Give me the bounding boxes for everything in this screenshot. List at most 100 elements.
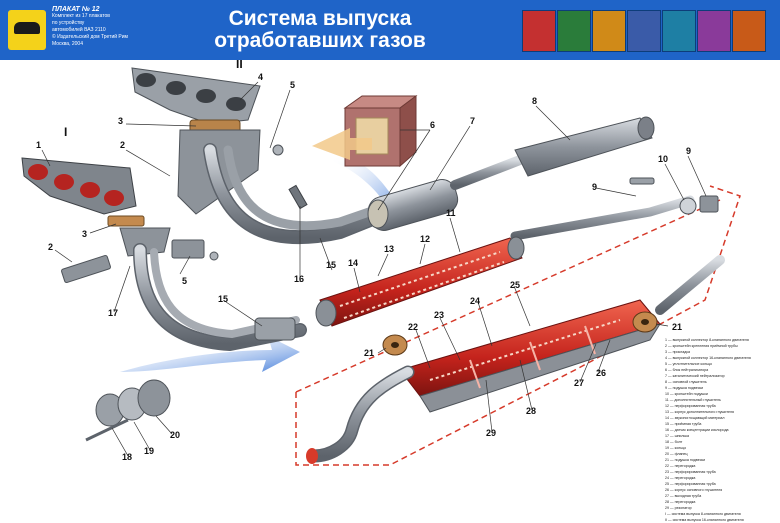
part-label: 21: [672, 322, 682, 332]
legend-item: 9 — подушка подвески: [665, 386, 704, 390]
magazine-thumbnail: [732, 10, 766, 52]
part-label: 18: [122, 452, 132, 462]
exhaust-manifold-8v: [21, 157, 171, 257]
part-label: 13: [384, 244, 394, 254]
exhaust-diagram: 1 2 2 3 3 4 5 5 6 7 8 9 9 10 11 12 13 14…: [21, 60, 741, 466]
main-muffler-upper: [514, 116, 655, 177]
legend-item: 13 — корпус дополнительного глушителя: [665, 410, 734, 414]
front-pipe-16v-b: [223, 145, 397, 231]
part-label: 21: [364, 348, 374, 358]
part-label: 26: [596, 368, 606, 378]
part-label: 15: [326, 260, 336, 270]
legend-item: 10 — кронштейн подушки: [665, 392, 708, 396]
legend-item: 17 — шпилька: [665, 434, 690, 438]
legend-item: 16 — датчик концентрации кислорода: [665, 428, 729, 432]
magazine-thumbnail: [662, 10, 696, 52]
part-label: 5: [182, 276, 187, 286]
parts-legend: 1 — выпускной коллектор 8-клапанного дви…: [665, 337, 777, 523]
system-label-I: I: [64, 125, 67, 139]
legend-item: 5 — уплотнительное кольцо: [665, 362, 712, 366]
part-label: 28: [526, 406, 536, 416]
oxygen-sensor: [288, 184, 308, 210]
catalytic-converter: [367, 179, 459, 231]
title-line-2: отработавших газов: [214, 29, 426, 52]
legend-item: 15 — приёмная труба: [665, 422, 702, 426]
legend-item: 3 — прокладка: [665, 350, 690, 354]
legend-item: 20 — фланец: [665, 452, 688, 456]
legend-item: 25 — перфорированная труба: [665, 482, 716, 486]
part-label: 10: [658, 154, 668, 164]
legend-item: 21 — подушка подвески: [665, 458, 706, 462]
header-banner: ПЛАКАТ № 12 Комплект из 17 плакатов по у…: [0, 0, 780, 60]
legend-item: 18 — болт: [665, 440, 683, 444]
rear-pipe: [510, 195, 695, 241]
part-label: 29: [486, 428, 496, 438]
poster-info-line: © Издательский дом Третий Рим: [52, 34, 128, 40]
callout-arrow: [120, 336, 300, 372]
legend-item: 2 — кронштейн крепления приёмной трубы: [665, 344, 738, 348]
part-label: 11: [446, 208, 456, 218]
legend-item: 11 — дополнительный глушитель: [665, 398, 721, 402]
poster-info-line: автомобилей ВАЗ 2110: [52, 27, 106, 33]
part-label: 5: [290, 80, 295, 90]
title-line-1: Система выпуска: [228, 7, 412, 30]
system-label-II: II: [236, 60, 243, 71]
legend-item: 24 — перегородка: [665, 476, 696, 480]
part-label: 20: [170, 430, 180, 440]
part-label: 1: [36, 140, 41, 150]
part-label: 2: [48, 242, 53, 252]
nut: [272, 144, 284, 156]
part-label: 22: [408, 322, 418, 332]
part-label: 19: [144, 446, 154, 456]
part-label: 25: [510, 280, 520, 290]
cutaway-frame: [295, 185, 741, 466]
clamp-assembly: [85, 379, 171, 442]
legend-item: 8 — основной глушитель: [665, 380, 707, 384]
legend-item: 1 — выпускной коллектор 8-клапанного дви…: [665, 338, 749, 342]
part-label: 3: [118, 116, 123, 126]
poster-info-line: Комплект из 17 плакатов: [52, 13, 110, 19]
rubber-cushion: [632, 311, 658, 333]
magazine-thumbnail: [697, 10, 731, 52]
leader-lines: [41, 81, 707, 457]
legend-item: 14 — звукопоглощающий материал: [665, 416, 725, 420]
legend-item: 23 — перфорированная труба: [665, 470, 716, 474]
resonator-cutaway: [315, 236, 525, 327]
catalyst-block: [343, 95, 418, 168]
legend-item: 19 — кольцо: [665, 446, 687, 450]
part-label: 3: [82, 229, 87, 239]
part-label: 17: [108, 308, 118, 318]
main-muffler-cutaway: [399, 299, 662, 413]
legend-item: 7 — каталитический нейтрализатор: [665, 374, 725, 378]
part-label: 4: [258, 72, 263, 82]
magazine-thumbnail: [557, 10, 591, 52]
part-label: 9: [592, 182, 597, 192]
magazine-thumbnail: [522, 10, 556, 52]
part-label: 8: [532, 96, 537, 106]
part-label: 9: [686, 146, 691, 156]
part-label: 6: [430, 120, 435, 130]
part-label: 15: [218, 294, 228, 304]
poster-title: Система выпуска отработавших газов: [195, 8, 445, 52]
legend-item: 22 — перегородка: [665, 464, 696, 468]
nut: [209, 251, 219, 261]
gas-flow-arrow: [312, 128, 372, 160]
magazine-thumbnail: [592, 10, 626, 52]
tailpipe: [655, 255, 725, 315]
part-label: 16: [294, 274, 304, 284]
part-label: 27: [574, 378, 584, 388]
hanger-bracket: [629, 177, 719, 215]
support-bracket: [171, 239, 205, 259]
legend-item: 6 — блок нейтрализатора: [665, 368, 709, 372]
part-label: 12: [420, 234, 430, 244]
support-bracket: [61, 254, 111, 284]
pipe-flange: [254, 317, 296, 341]
publisher-logo: [8, 10, 46, 50]
part-label: 2: [120, 140, 125, 150]
poster-info-line: Москва, 2004: [52, 41, 83, 47]
cutaway-frame-top: [295, 199, 721, 393]
poster-number: ПЛАКАТ № 12: [52, 6, 100, 13]
legend-item: II — система выпуска 16-клапанного двига…: [665, 518, 744, 522]
car-icon: [14, 22, 40, 34]
legend-item: 4 — выпускной коллектор 16-клапанного дв…: [665, 356, 751, 360]
